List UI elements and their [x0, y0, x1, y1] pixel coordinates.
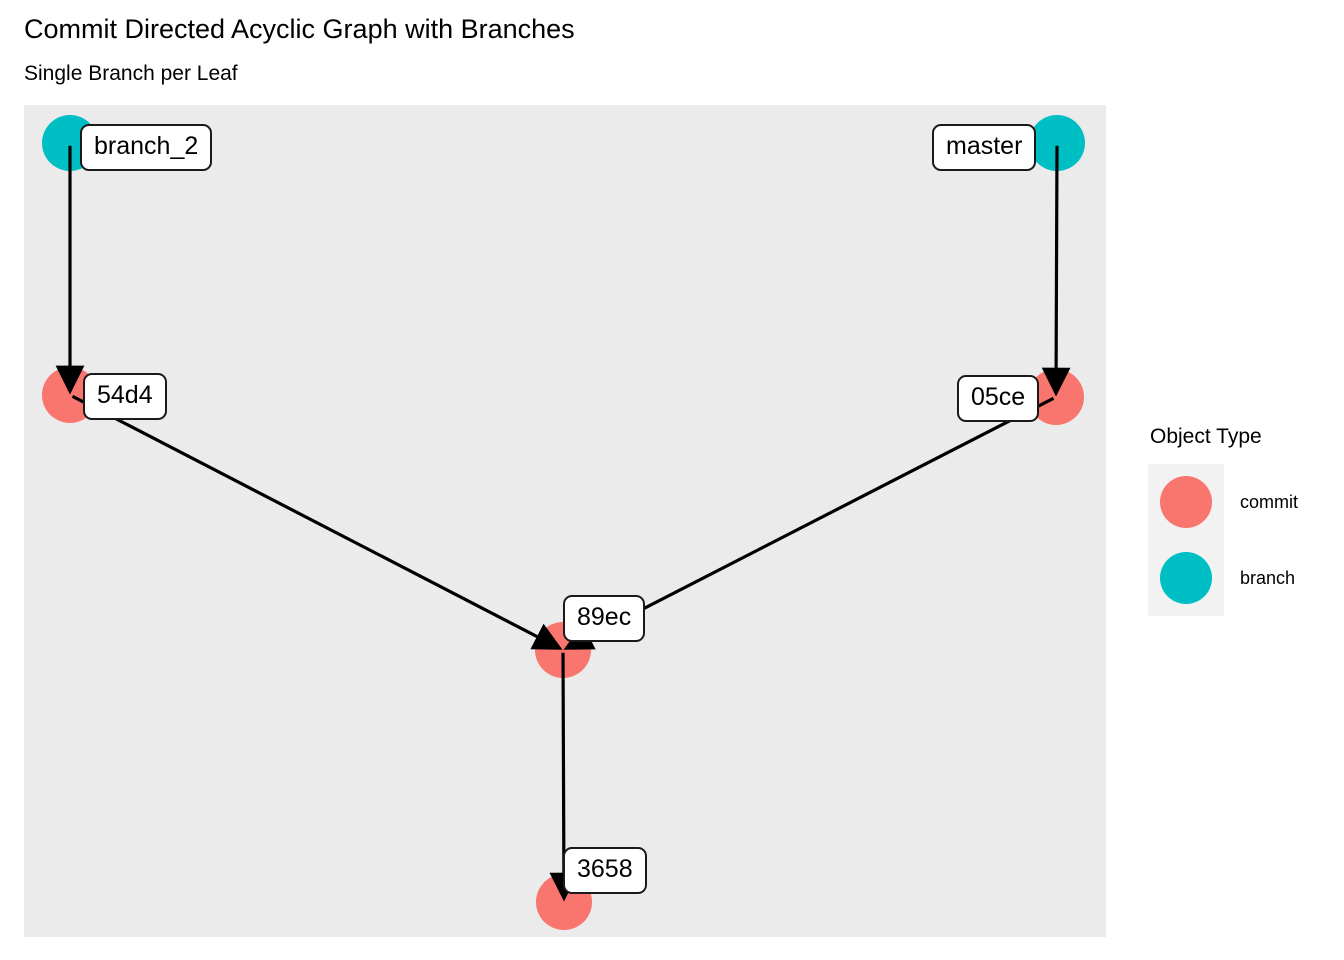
- legend: Object Type commit branch: [1148, 424, 1328, 616]
- node-label-3658[interactable]: 3658: [563, 847, 647, 894]
- legend-swatch-branch: [1148, 540, 1224, 616]
- legend-item-branch[interactable]: branch: [1148, 540, 1328, 616]
- legend-label-branch: branch: [1240, 568, 1296, 588]
- graph-edge-master-to-05ce: [1041, 145, 1071, 397]
- legend-keys: commit branch: [1148, 464, 1328, 616]
- page-title: Commit Directed Acyclic Graph with Branc…: [24, 14, 575, 44]
- circle-icon: [1160, 552, 1212, 604]
- graph-node-master[interactable]: [1029, 115, 1085, 171]
- graph-edge-05ce-to-89ec: [563, 396, 1055, 650]
- legend-item-commit[interactable]: commit: [1148, 464, 1328, 540]
- node-label-05ce[interactable]: 05ce: [957, 375, 1040, 422]
- graph-edge-54d4-to-89ec: [71, 394, 563, 650]
- legend-title: Object Type: [1150, 425, 1262, 448]
- node-label-master[interactable]: master: [932, 124, 1037, 171]
- page-subtitle: Single Branch per Leaf: [24, 62, 238, 85]
- node-label-89ec[interactable]: 89ec: [563, 595, 646, 642]
- legend-swatch-commit: [1148, 464, 1224, 540]
- commit-dag-graph: [42, 115, 1085, 930]
- node-label-54d4[interactable]: 54d4: [83, 373, 167, 420]
- node-label-branch_2[interactable]: branch_2: [80, 124, 213, 171]
- legend-label-commit: commit: [1240, 492, 1298, 512]
- circle-icon: [1160, 476, 1212, 528]
- graph-panel: branch_2 master 54d4 05ce 89ec 3658: [24, 105, 1106, 937]
- edge-layer: [55, 145, 1071, 902]
